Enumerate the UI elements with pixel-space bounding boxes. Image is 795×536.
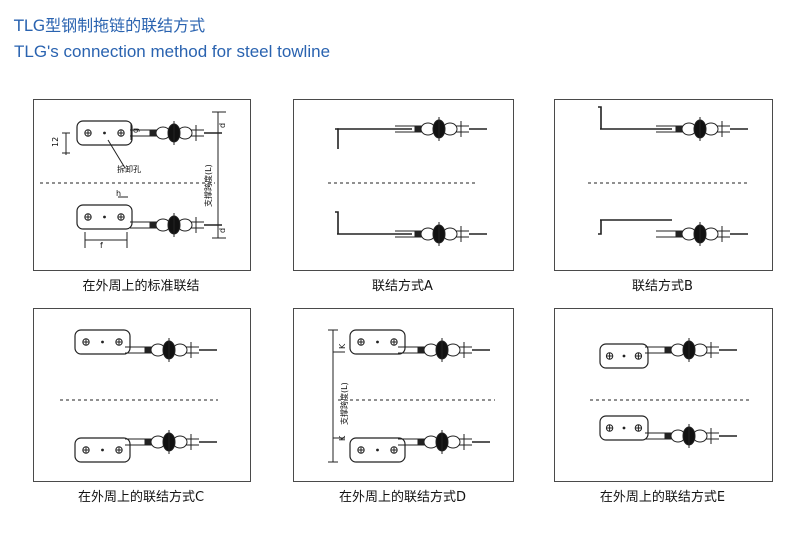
panel-connection-e [554,308,773,482]
panel-connection-c [33,308,251,482]
caption-connection-e: 在外周上的联结方式E [599,490,726,505]
caption-connection-d: 在外周上的联结方式D [338,490,466,505]
panel-connection-d [293,308,514,482]
caption-connection-b: 联结方式B [632,279,693,294]
panel-standard-connection [33,99,251,271]
panel-connection-a [293,99,514,271]
page-title-english: TLG's connection method for steel towlin… [14,42,331,61]
caption-connection-c: 在外周上的联结方式C [77,490,205,505]
caption-connection-a: 联结方式A [372,279,433,294]
panel-connection-b [554,99,773,271]
page-title-chinese: TLG型钢制拖链的联结方式 [14,16,206,35]
caption-standard-connection: 在外周上的标准联结 [82,279,200,294]
